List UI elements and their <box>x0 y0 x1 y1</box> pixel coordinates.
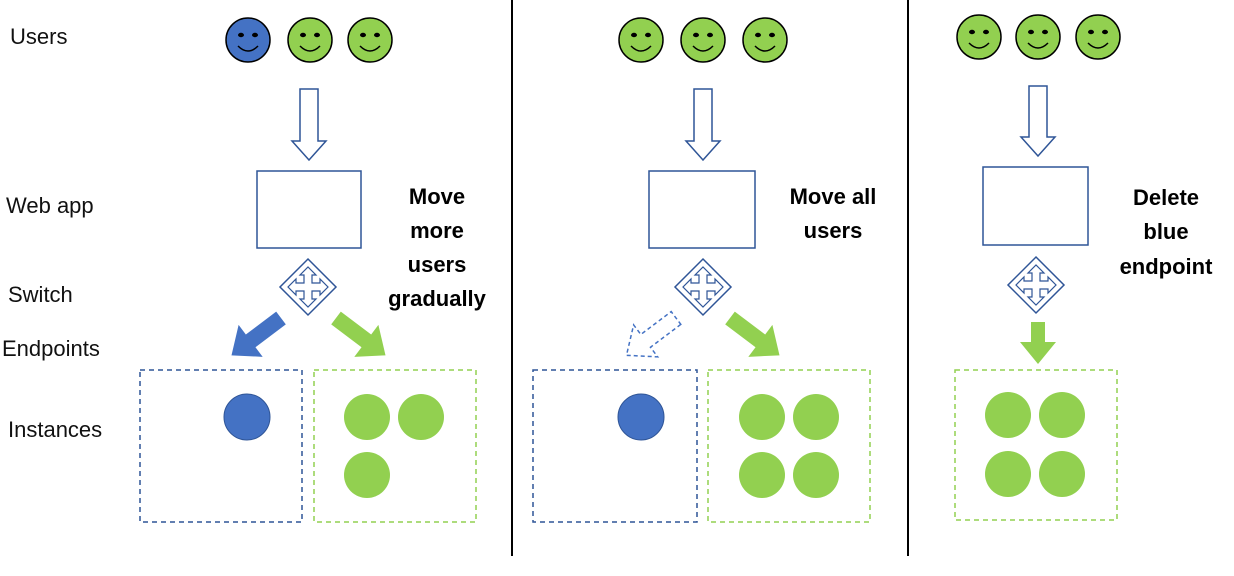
user-face-icon <box>618 17 664 63</box>
panel-1-users <box>225 17 393 63</box>
blue-instance-group <box>139 369 303 523</box>
green-instance <box>985 392 1031 438</box>
user-face-icon <box>1075 14 1121 60</box>
green-instance-group <box>954 369 1118 521</box>
face-circle <box>742 17 788 63</box>
user-face-icon <box>347 17 393 63</box>
caption-move-all-users: Move all users <box>790 184 877 243</box>
face-circle <box>680 17 726 63</box>
switch-icon <box>1006 255 1066 315</box>
green-instance <box>398 394 444 440</box>
row-label-switch: Switch <box>8 282 73 307</box>
green-instance <box>985 451 1031 497</box>
blue-instance-group <box>532 369 698 523</box>
row-label-users: Users <box>10 24 67 49</box>
blue-instance <box>223 393 271 441</box>
face-circle <box>1075 14 1121 60</box>
green-instance <box>344 452 390 498</box>
switch-icon <box>278 257 338 317</box>
svg-text:gradually: gradually <box>388 286 487 311</box>
panel-2: Move all users <box>532 17 877 523</box>
caption-move-more-users-gradually: Move more users gradually <box>388 184 487 311</box>
green-endpoint-arrow-icon <box>725 311 780 357</box>
face-circle <box>1015 14 1061 60</box>
green-instance <box>793 394 839 440</box>
blue-endpoint-arrow-icon <box>231 311 286 357</box>
green-instance <box>1039 392 1085 438</box>
row-label-web-app: Web app <box>6 193 94 218</box>
down-arrow-icon <box>1019 85 1057 158</box>
green-instance-group <box>707 369 871 523</box>
green-instance <box>1039 451 1085 497</box>
caption-delete-blue-endpoint: Delete blue endpoint <box>1120 185 1214 279</box>
green-instance-group <box>313 369 477 523</box>
web-app-box <box>256 170 362 249</box>
down-arrow-icon <box>684 88 722 162</box>
panel-3-users <box>956 14 1121 60</box>
user-face-icon <box>680 17 726 63</box>
green-endpoint-arrow-icon <box>331 311 386 357</box>
green-instance <box>793 452 839 498</box>
svg-text:more: more <box>410 218 464 243</box>
svg-text:Delete: Delete <box>1133 185 1199 210</box>
panel-1: Move more users gradually <box>139 17 487 523</box>
web-app-box <box>648 170 756 249</box>
svg-text:endpoint: endpoint <box>1120 254 1214 279</box>
face-circle <box>956 14 1002 60</box>
svg-text:Move: Move <box>409 184 465 209</box>
user-face-icon <box>742 17 788 63</box>
user-face-icon <box>956 14 1002 60</box>
svg-text:users: users <box>408 252 467 277</box>
green-instance <box>739 394 785 440</box>
face-circle <box>287 17 333 63</box>
down-arrow-icon <box>290 88 328 162</box>
panel-3: Delete blue endpoint <box>954 14 1214 521</box>
blue-endpoint-arrow-dashed-icon <box>625 310 682 358</box>
panel-2-users <box>618 17 788 63</box>
web-app-box <box>982 166 1089 246</box>
row-label-instances: Instances <box>8 417 102 442</box>
green-instance <box>739 452 785 498</box>
svg-text:blue: blue <box>1143 219 1188 244</box>
user-face-icon <box>225 17 271 63</box>
user-face-icon <box>287 17 333 63</box>
svg-text:users: users <box>804 218 863 243</box>
face-circle <box>347 17 393 63</box>
green-instance <box>344 394 390 440</box>
green-endpoint-arrow-icon <box>1020 322 1056 364</box>
user-face-icon <box>1015 14 1061 60</box>
blue-instance <box>617 393 665 441</box>
face-circle <box>225 17 271 63</box>
face-circle <box>618 17 664 63</box>
row-label-endpoints: Endpoints <box>2 336 100 361</box>
switch-icon <box>673 257 733 317</box>
svg-text:Move all: Move all <box>790 184 877 209</box>
